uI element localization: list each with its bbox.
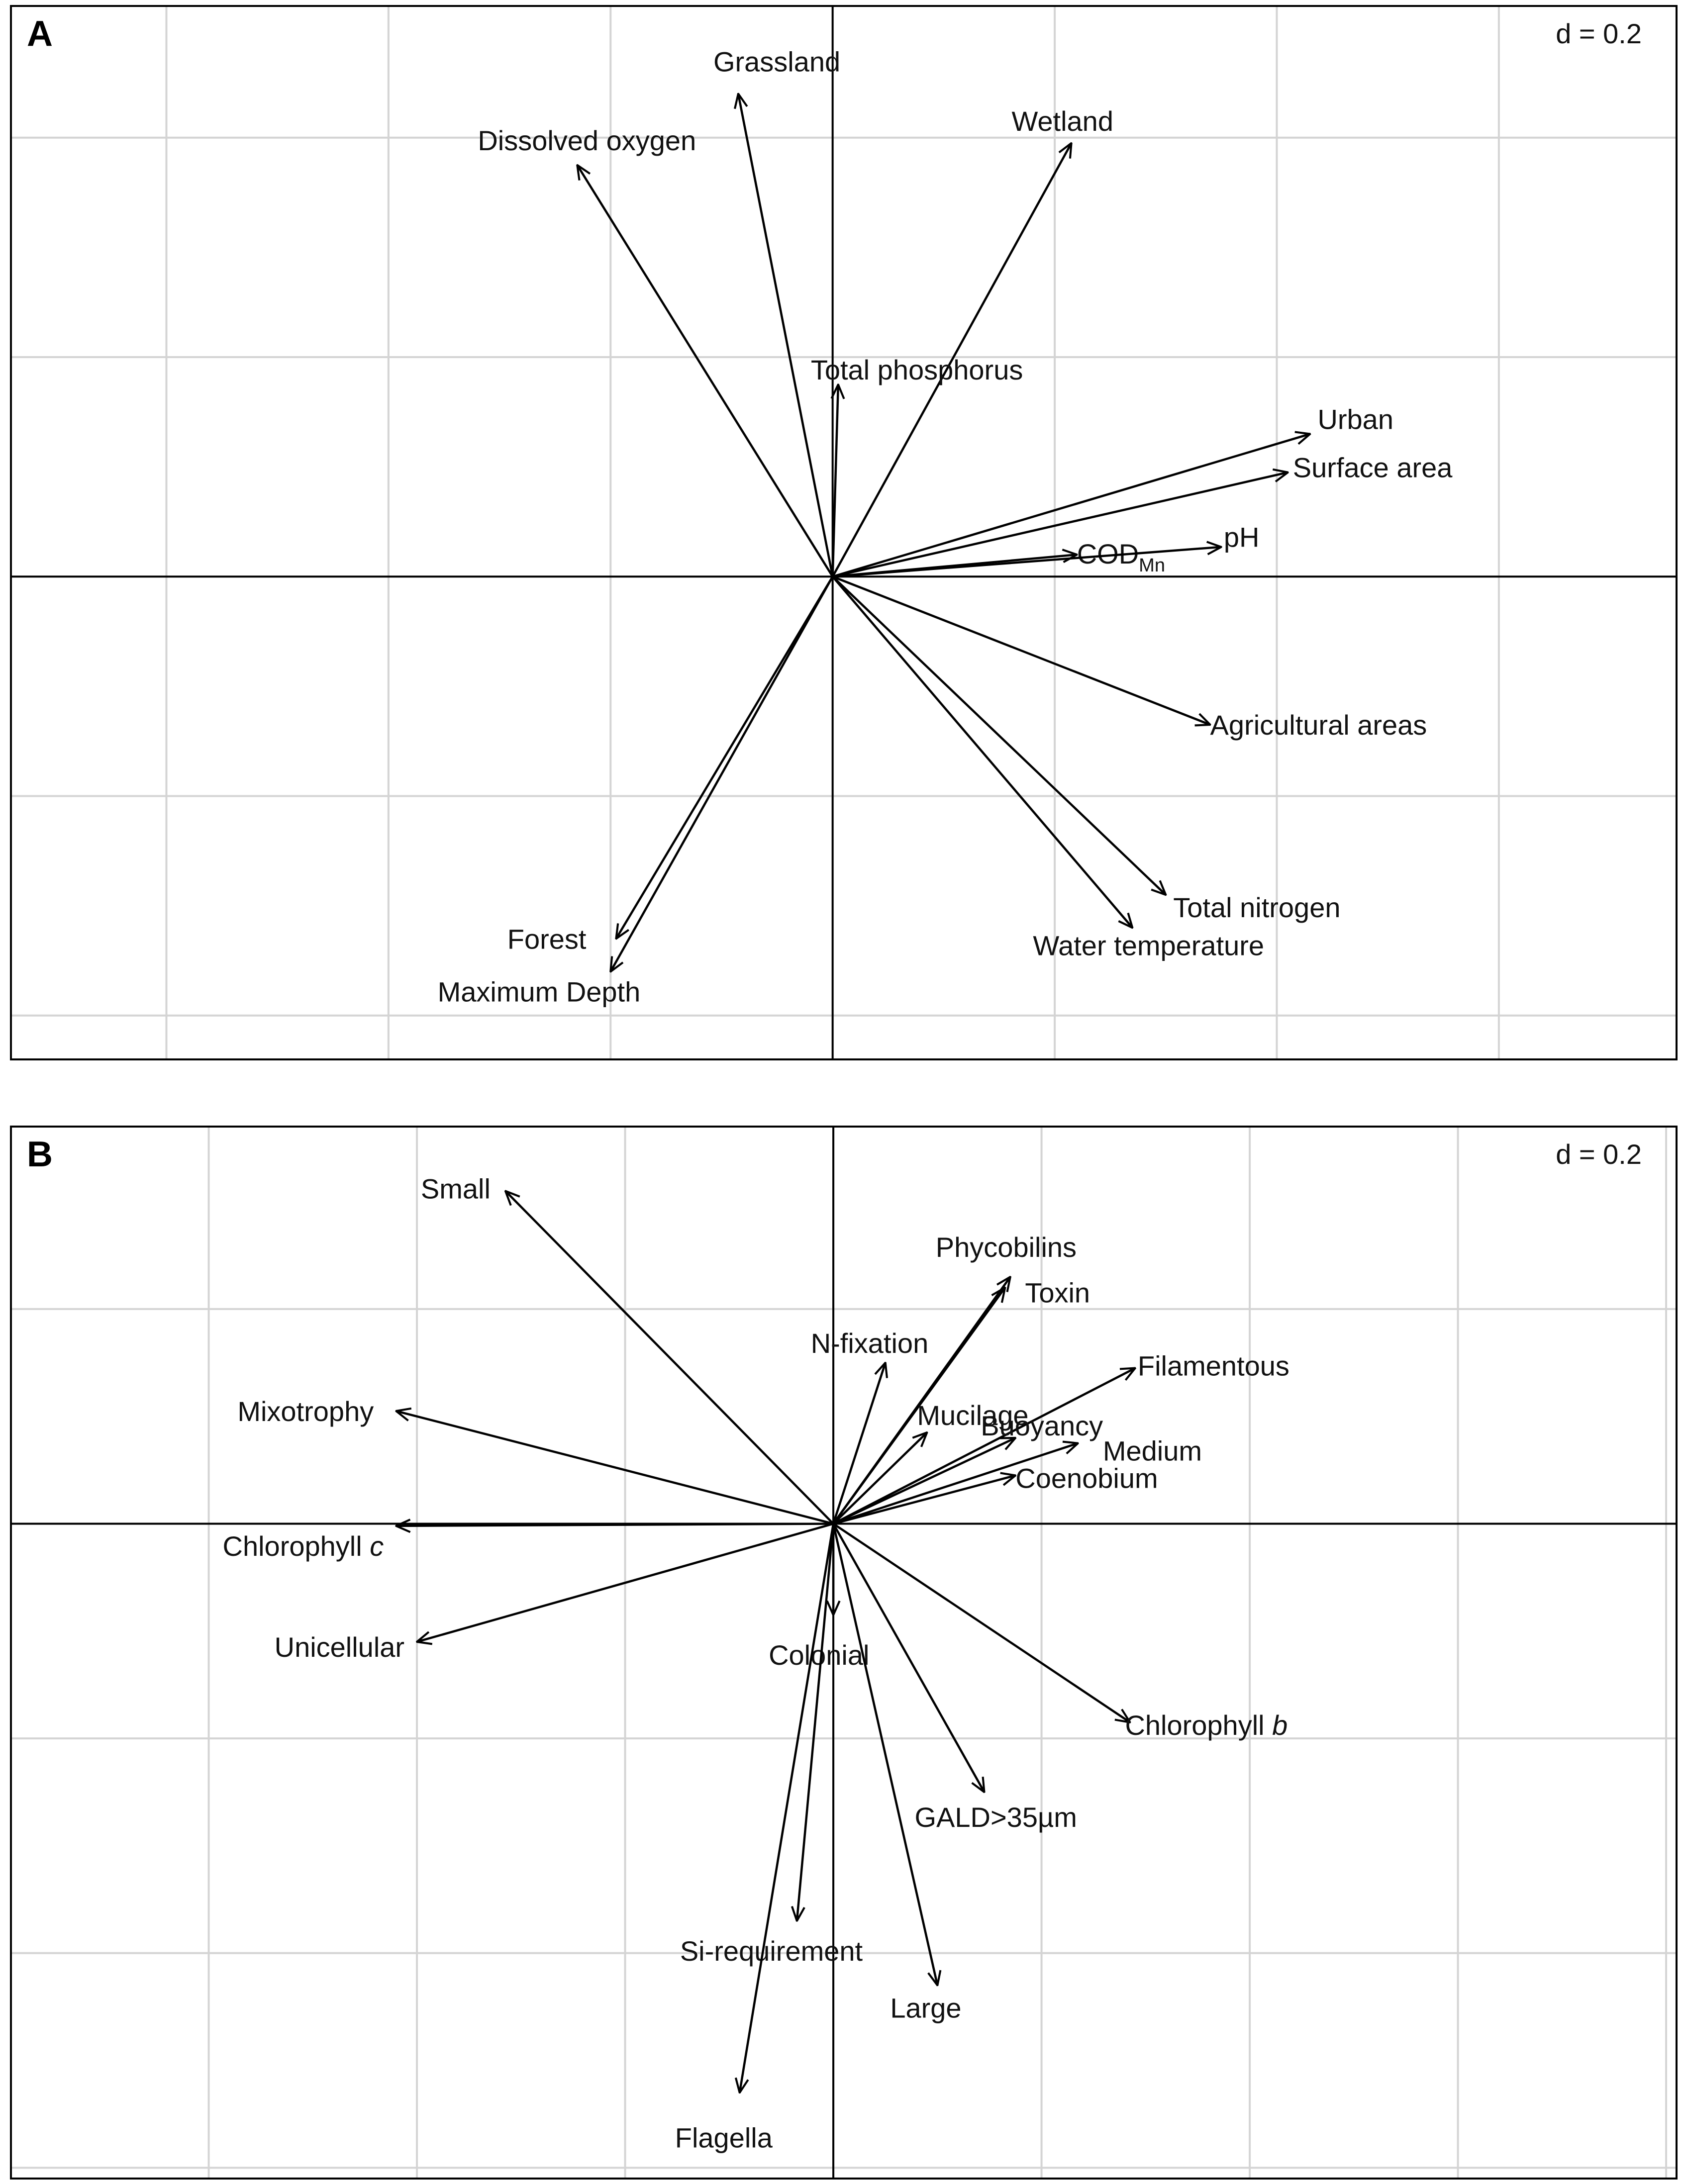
arrow-small xyxy=(505,1191,834,1525)
vector-label: Mixotrophy xyxy=(237,1396,374,1427)
vector-label: Agricultural areas xyxy=(1210,709,1427,741)
vector-label: Water temperature xyxy=(1033,930,1264,961)
vector-label: pH xyxy=(1224,522,1260,553)
grid-lines xyxy=(11,6,1677,1059)
arrow-gald-35-m xyxy=(832,1523,984,1793)
arrow-mixotrophy xyxy=(396,1411,834,1525)
arrow-urban xyxy=(832,434,1310,578)
vector-label: Surface area xyxy=(1293,452,1453,483)
vector-label: Toxin xyxy=(1025,1277,1090,1309)
vector-label: Mucilage xyxy=(917,1400,1028,1431)
vector-label: Maximum Depth xyxy=(438,976,641,1008)
vector-label: Total nitrogen xyxy=(1173,892,1340,923)
arrow-surface-area xyxy=(832,473,1288,578)
arrow-toxin xyxy=(832,1288,1005,1524)
panel-letter: A xyxy=(27,14,53,54)
arrow-chlorophyll-b xyxy=(832,1522,1130,1722)
vector-label: N-fixation xyxy=(811,1328,929,1359)
scale-label: d = 0.2 xyxy=(1556,1139,1642,1170)
arrow-ph xyxy=(832,547,1221,578)
arrow-total-nitrogen xyxy=(832,575,1166,895)
arrow-coenobium xyxy=(833,1475,1015,1525)
panel-frame xyxy=(10,5,1678,1060)
vector-label: Filamentous xyxy=(1138,1350,1289,1382)
vector-label: Buoyancy xyxy=(981,1410,1103,1441)
arrow-buoyancy xyxy=(833,1438,1015,1525)
vector-label: Large xyxy=(890,1993,961,2024)
arrow-unicellular xyxy=(417,1522,834,1642)
vector-label: Medium xyxy=(1103,1435,1202,1467)
arrow-si-requirement xyxy=(797,1523,835,1921)
vector-label: Coenobium xyxy=(1015,1462,1158,1494)
vector-label: Dissolved oxygen xyxy=(478,125,696,156)
vector-label: Chlorophyll b xyxy=(1125,1709,1287,1741)
vector-label: GALD>35µm xyxy=(914,1802,1077,1833)
arrow-n-fixation xyxy=(832,1363,886,1524)
scale-label: d = 0.2 xyxy=(1556,18,1642,49)
arrow-water-temperature xyxy=(831,575,1133,928)
vector-label: Si-requirement xyxy=(680,1935,863,1967)
panel-letter: B xyxy=(27,1135,53,1174)
vector-label: Total phosphorus xyxy=(811,354,1023,385)
arrow-wetland xyxy=(831,143,1072,577)
arrow-grassland xyxy=(738,94,834,577)
vector-label: Flagella xyxy=(675,2122,773,2153)
grid-lines xyxy=(11,1127,1677,2179)
vector-label: Grassland xyxy=(713,46,840,78)
arrow-dissolved-oxygen xyxy=(577,165,834,577)
arrow-flagella xyxy=(740,1523,835,2093)
vector-label: Phycobilins xyxy=(936,1232,1077,1263)
arrow-total-phosphorus xyxy=(833,384,838,577)
vector-label: Urban xyxy=(1317,403,1393,435)
arrow-medium xyxy=(833,1443,1078,1525)
arrow-filamentous xyxy=(833,1368,1135,1525)
arrow-agricultural-areas xyxy=(832,575,1210,725)
vector-label: Unicellular xyxy=(275,1631,404,1663)
arrow-maximum-depth xyxy=(610,576,834,971)
vector-label: Forest xyxy=(507,923,587,954)
panel-frame xyxy=(10,1126,1678,2180)
vector-label: Colonial xyxy=(769,1639,869,1671)
arrow-chlorophyll-c xyxy=(396,1524,834,1526)
arrow-large xyxy=(832,1523,937,1986)
arrow-forest xyxy=(616,576,834,939)
vector-label: CODMn xyxy=(1077,538,1165,576)
vector-label: Chlorophyll c xyxy=(223,1530,384,1562)
vector-label: Small xyxy=(421,1173,491,1204)
vector-label: Wetland xyxy=(1012,105,1113,137)
arrow-mucilage xyxy=(832,1432,927,1525)
